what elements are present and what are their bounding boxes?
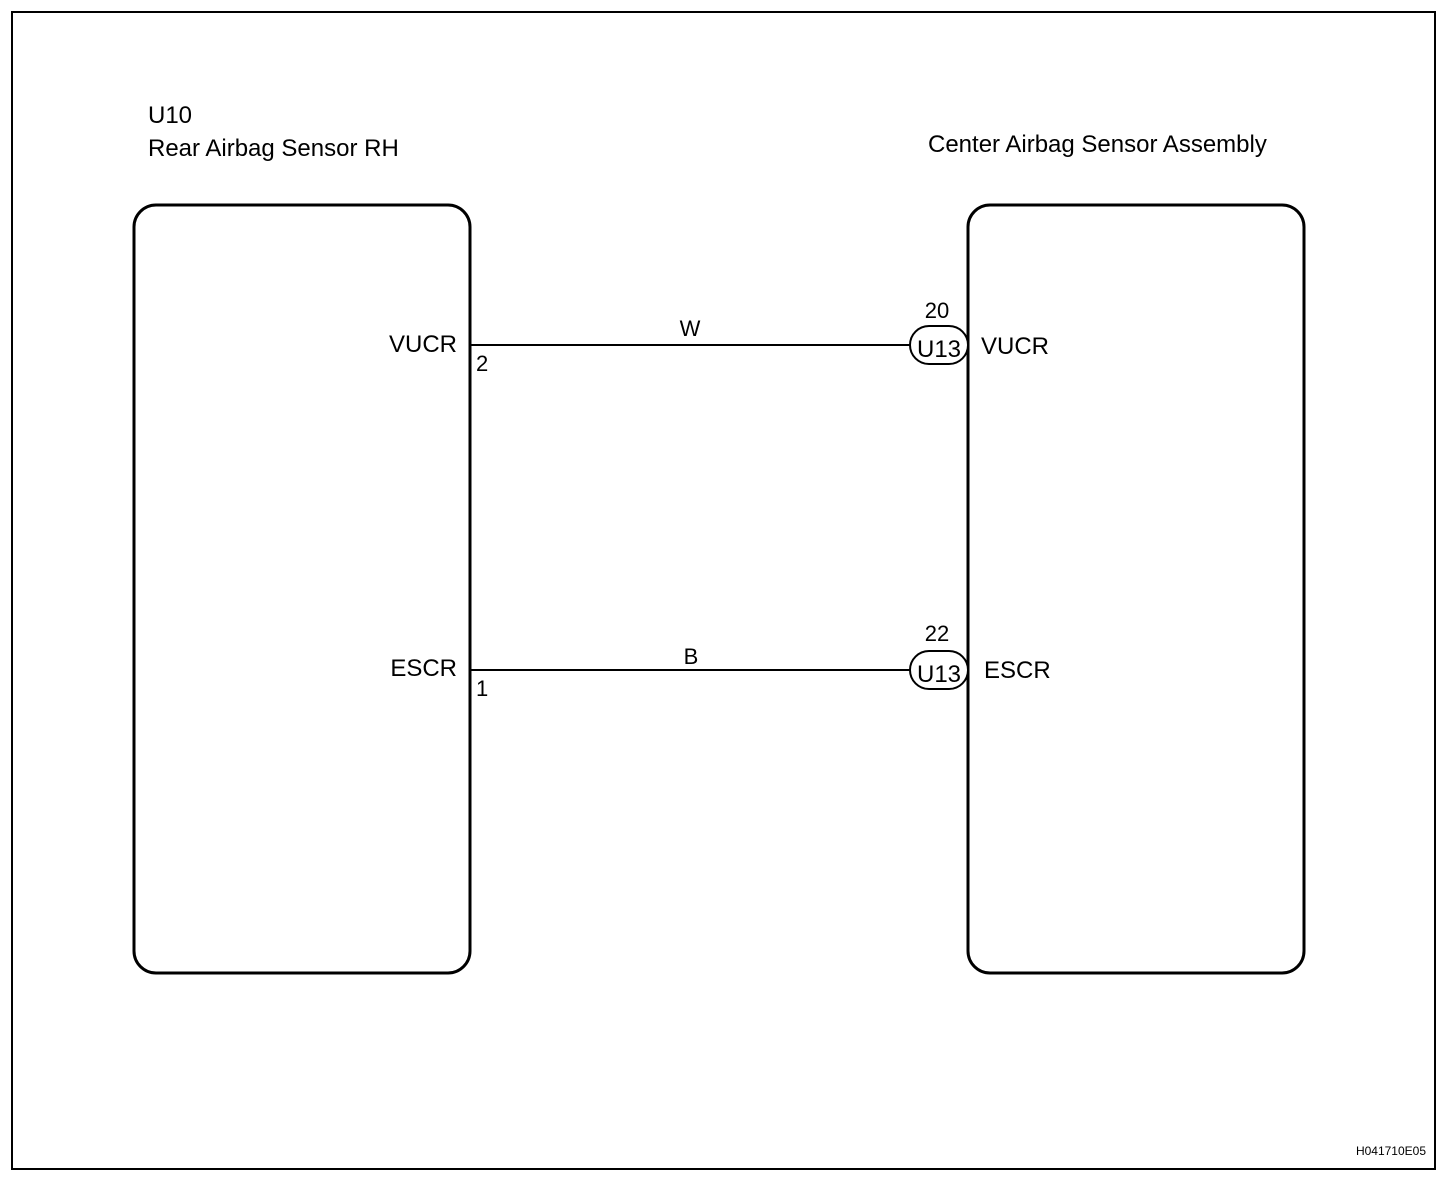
left-component-box	[132, 203, 472, 975]
wire-vucr: VUCR 2 W U13 20 VUCR	[389, 298, 1049, 376]
right-component-name: Center Airbag Sensor Assembly	[928, 131, 1267, 158]
wire-escr: ESCR 1 B U13 22 ESCR	[390, 621, 1050, 701]
wire-color-label: B	[684, 644, 699, 669]
diagram-frame	[11, 11, 1436, 1170]
right-component-box	[966, 203, 1306, 975]
right-pin-number: 20	[925, 298, 949, 323]
left-signal-label: VUCR	[389, 331, 457, 358]
right-pin-number: 22	[925, 621, 949, 646]
left-component-code: U10	[148, 102, 192, 129]
left-pin-number: 2	[476, 351, 488, 376]
figure-code: H041710E05	[1356, 1144, 1426, 1158]
connector-label: U13	[917, 336, 961, 363]
left-component-name: Rear Airbag Sensor RH	[148, 135, 399, 162]
right-signal-label: ESCR	[984, 657, 1051, 684]
connector-label: U13	[917, 661, 961, 688]
left-pin-number: 1	[476, 676, 488, 701]
right-signal-label: VUCR	[981, 333, 1049, 360]
wire-color-label: W	[680, 316, 701, 341]
connector-oval	[909, 650, 969, 690]
left-signal-label: ESCR	[390, 655, 457, 682]
connector-oval	[909, 325, 969, 365]
